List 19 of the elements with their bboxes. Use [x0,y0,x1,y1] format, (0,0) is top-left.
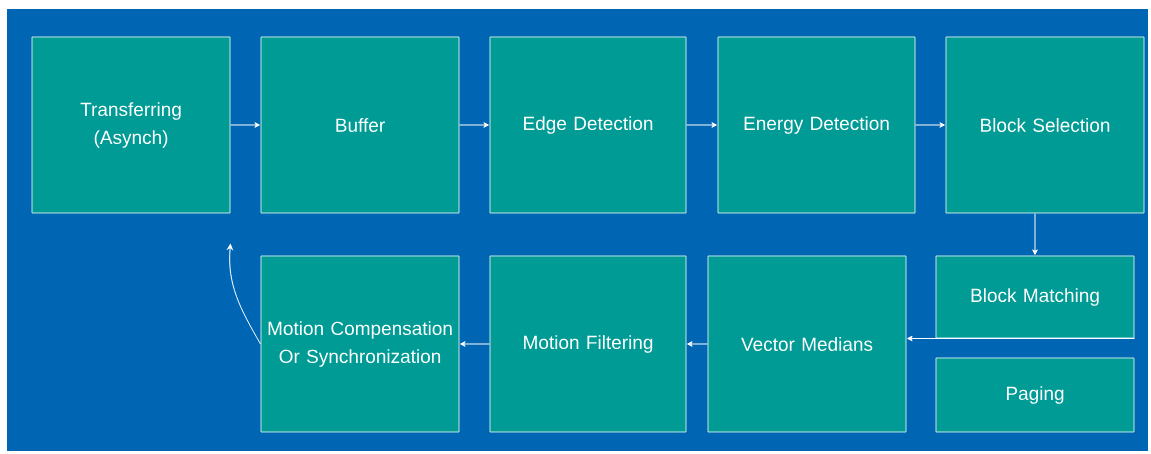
process-box: Paging [935,357,1135,433]
process-box: Energy Detection [717,36,916,214]
arrow [230,122,260,128]
arrow [459,122,489,128]
process-box: Motion Compensation Or Synchronization [260,255,460,433]
process-box: Vector Medians [707,255,907,433]
process-box: Motion Filtering [489,255,687,433]
process-box: Transferring (Asynch) [31,36,231,214]
process-box: Edge Detection [489,36,687,214]
process-box: Buffer [260,36,460,214]
arrow [460,341,490,347]
arrow [227,244,261,345]
arrow [915,122,945,128]
process-box: Block Selection [945,36,1145,214]
arrow [686,122,717,128]
arrow [687,341,708,347]
process-box: Block Matching [935,255,1135,339]
arrow [907,335,1135,342]
arrow [1032,213,1038,255]
